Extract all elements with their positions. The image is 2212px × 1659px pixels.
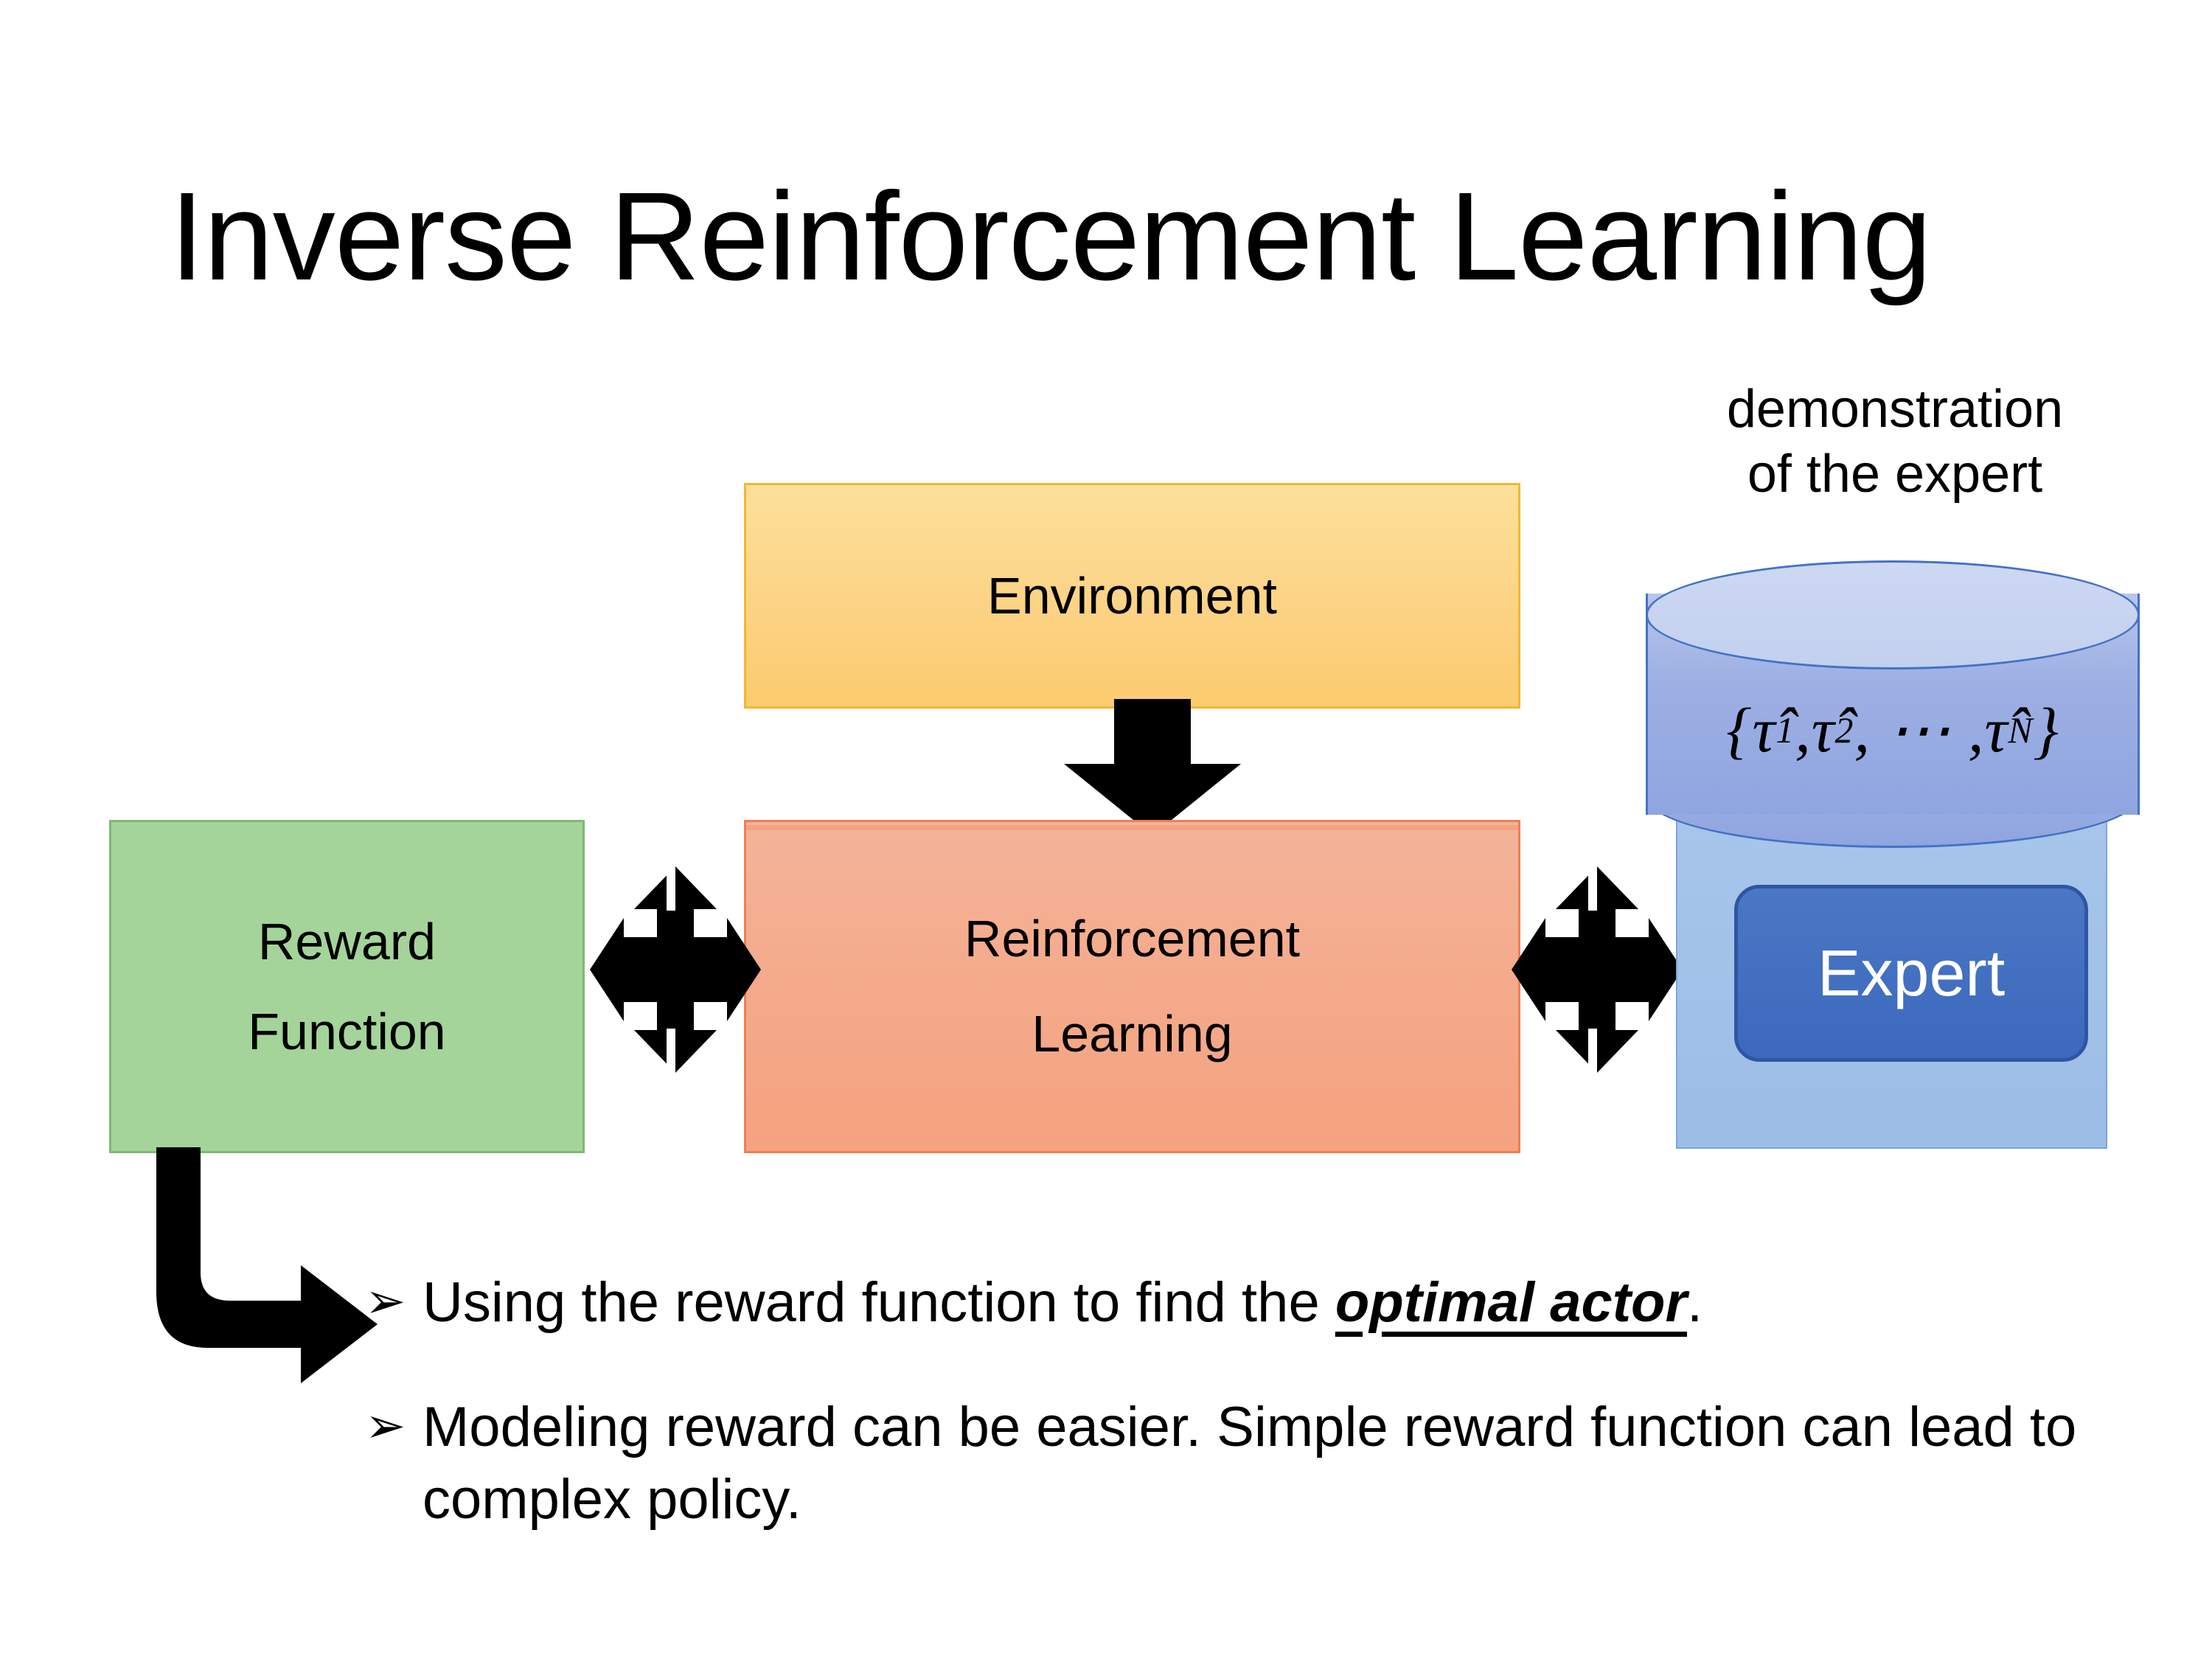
elbow-arrow-reward-to-bullets-icon bbox=[156, 1147, 378, 1383]
demonstration-caption-line2: of the expert bbox=[1747, 444, 2043, 504]
tau-1-subscript: 1 bbox=[1775, 709, 1795, 751]
environment-label: Environment bbox=[987, 566, 1277, 625]
tau-1: τ̂ bbox=[1752, 695, 1776, 765]
demonstration-cylinder: {τ̂1, τ̂2, ⋯ , τ̂N} bbox=[1646, 560, 2140, 848]
bullet-arrow-marker-icon: ➢ bbox=[365, 1397, 406, 1455]
bullet-item-2: ➢ Modeling reward can be easier. Simple … bbox=[365, 1391, 2098, 1535]
quad-arrow-reward-to-rl-icon bbox=[590, 866, 761, 1073]
tau-2-subscript: 2 bbox=[1834, 709, 1854, 751]
expert-label: Expert bbox=[1817, 936, 2006, 1009]
reward-function-label: Reward Function bbox=[109, 820, 585, 1153]
rl-label-line2: Learning bbox=[1032, 1005, 1233, 1062]
reward-label-line2: Function bbox=[248, 1003, 446, 1060]
separator-1: , bbox=[1795, 695, 1812, 765]
bullet-1-prefix: Using the reward function to find the bbox=[422, 1271, 1335, 1334]
tau-n-subscript: N bbox=[2008, 709, 2034, 751]
expert-box[interactable]: Expert bbox=[1734, 885, 2088, 1062]
tau-n: τ̂ bbox=[1984, 695, 2008, 765]
bullet-1-suffix: . bbox=[1687, 1271, 1703, 1334]
bullet-list: ➢ Using the reward function to find the … bbox=[365, 1267, 2098, 1535]
bullet-text-2: Modeling reward can be easier. Simple re… bbox=[422, 1396, 2077, 1531]
separator-2: , ⋯ , bbox=[1854, 695, 1985, 765]
cylinder-top-ellipse bbox=[1646, 560, 2140, 669]
trajectory-set-formula: {τ̂1, τ̂2, ⋯ , τ̂N} bbox=[1646, 671, 2140, 789]
reinforcement-learning-label: Reinforcement Learning bbox=[744, 820, 1520, 1153]
bullet-arrow-marker-icon: ➢ bbox=[365, 1273, 406, 1329]
arrow-environment-to-rl-icon bbox=[1064, 699, 1241, 835]
bullet-text-1: Using the reward function to find the op… bbox=[422, 1267, 2098, 1338]
quad-arrow-rl-to-expert-icon bbox=[1512, 866, 1683, 1073]
bullet-item-1: ➢ Using the reward function to find the … bbox=[365, 1267, 2098, 1338]
tau-2: τ̂ bbox=[1811, 695, 1835, 765]
brace-open: { bbox=[1726, 695, 1753, 765]
bullet-1-emphasis: optimal actor bbox=[1335, 1271, 1688, 1334]
reinforcement-learning-box[interactable] bbox=[744, 820, 1520, 1153]
rl-label-line1: Reinforcement bbox=[964, 909, 1301, 967]
page-title: Inverse Reinforcement Learning bbox=[170, 167, 1932, 307]
reward-label-line1: Reward bbox=[257, 912, 437, 970]
demonstration-caption-line1: demonstration bbox=[1726, 380, 2064, 439]
demonstration-caption: demonstration of the expert bbox=[1652, 378, 2138, 507]
brace-close: } bbox=[2033, 695, 2059, 765]
environment-box[interactable] bbox=[744, 483, 1520, 709]
reward-function-box[interactable] bbox=[109, 820, 585, 1153]
